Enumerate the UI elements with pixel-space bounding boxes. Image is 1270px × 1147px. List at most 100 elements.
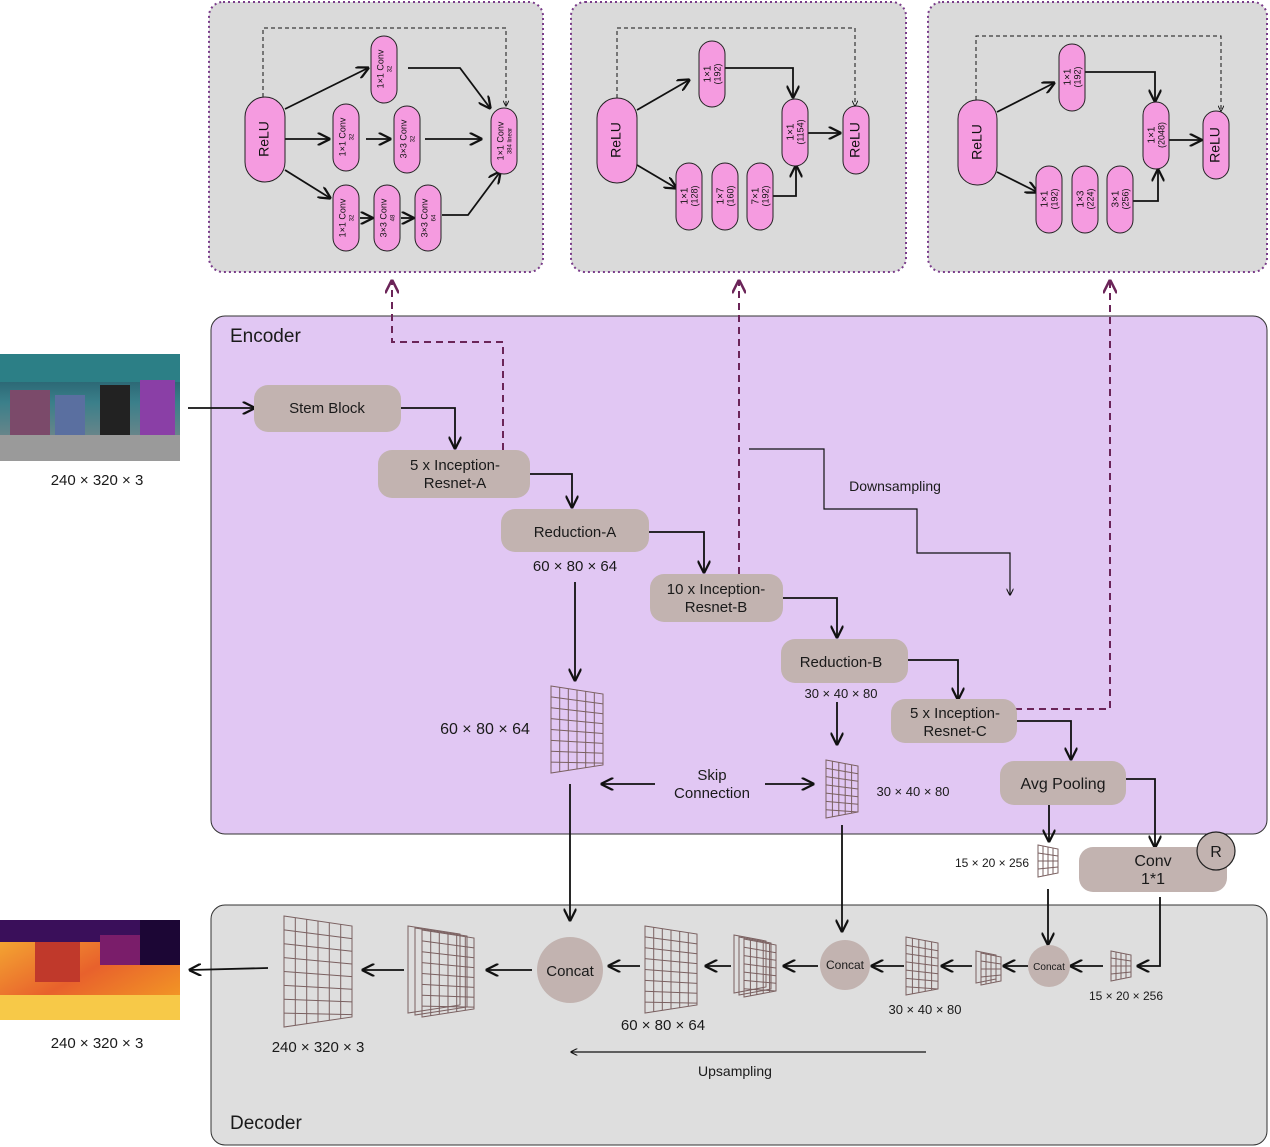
svg-text:Resnet-B: Resnet-B: [685, 599, 748, 616]
block-b-branch2-1x1: 1×1 (128): [675, 162, 703, 231]
svg-text:1×1: 1×1: [1040, 190, 1051, 207]
bridge-feature-map-left: [1037, 844, 1059, 878]
decoder-feature-map-60x80-dims: 60 × 80 × 64: [621, 1017, 705, 1034]
decoder-output-dims: 240 × 320 × 3: [272, 1039, 365, 1056]
block-a-branch3-1x1: 1×1 Conv 32: [332, 184, 360, 252]
block-c-branch2-1x1: 1×1 (192): [1035, 165, 1063, 234]
svg-text:7×1: 7×1: [751, 187, 762, 204]
inception-resnet-c-block: 5 x Inception- Resnet-C: [891, 699, 1017, 743]
encoder-feature-map-30x40-dims: 30 × 40 × 80: [876, 784, 949, 799]
svg-text:1*1: 1*1: [1141, 871, 1165, 888]
block-b-output-1x1: 1×1 (1154): [781, 98, 809, 167]
block-c-output-1x1: 1×1 (2048): [1142, 101, 1170, 170]
decoder-feature-map-30x40: [905, 936, 939, 996]
output-depth-map: [0, 920, 180, 1020]
svg-text:5 x Inception-: 5 x Inception-: [410, 457, 500, 474]
reduction-b-dims: 30 × 40 × 80: [804, 686, 877, 701]
svg-text:(192): (192): [712, 63, 722, 84]
svg-text:1×1: 1×1: [680, 187, 691, 204]
svg-text:(2048): (2048): [1156, 122, 1166, 148]
svg-text:ReLU: ReLU: [1207, 127, 1223, 163]
svg-text:Resnet-A: Resnet-A: [424, 475, 487, 492]
svg-text:32: 32: [388, 65, 394, 72]
svg-text:1×7: 1×7: [716, 187, 727, 204]
svg-text:1×1 Conv: 1×1 Conv: [375, 49, 385, 88]
concat-big-node: Concat: [537, 937, 603, 1003]
svg-text:1×1: 1×1: [1063, 68, 1074, 85]
svg-text:(192): (192): [1049, 188, 1059, 209]
block-b-relu-output: ReLU: [842, 105, 870, 175]
block-a-branch3-3x3-second: 3×3 Conv 64: [414, 184, 442, 252]
block-a-output-1x1: 1×1 Conv 384 linear: [490, 107, 518, 175]
svg-text:64: 64: [432, 214, 438, 221]
avg-pooling-block: Avg Pooling: [1000, 761, 1126, 805]
svg-text:(192): (192): [1072, 66, 1082, 87]
block-b-branch1-1x1: 1×1 (192): [698, 40, 726, 108]
svg-text:3×3 Conv: 3×3 Conv: [378, 198, 388, 237]
decoder-feature-map-15x20: [1110, 950, 1132, 982]
residual-badge: R: [1196, 831, 1236, 871]
stem-block: Stem Block: [254, 385, 401, 432]
svg-text:ReLU: ReLU: [969, 124, 985, 160]
svg-text:(224): (224): [1085, 188, 1095, 209]
svg-text:(256): (256): [1120, 188, 1130, 209]
svg-text:Avg Pooling: Avg Pooling: [1020, 776, 1105, 793]
input-dims: 240 × 320 × 3: [51, 472, 144, 489]
svg-text:3×3 Conv: 3×3 Conv: [419, 198, 429, 237]
block-c-connectors: [975, 35, 1221, 202]
svg-text:1×1 Conv: 1×1 Conv: [337, 198, 347, 237]
decoder-feature-map-30x40-dims: 30 × 40 × 80: [888, 1002, 961, 1017]
block-a-branch2-3x3: 3×3 Conv 32: [393, 105, 421, 174]
inception-resnet-b-block: 10 x Inception- Resnet-B: [650, 574, 783, 622]
encoder-title: Encoder: [230, 326, 301, 347]
encoder-feature-map-60x80-dims: 60 × 80 × 64: [440, 721, 530, 738]
block-a-branch1-1x1: 1×1 Conv 32: [370, 35, 398, 104]
decoder-upsampled-stack-small: [975, 950, 1002, 986]
downsampling-arrow: [749, 448, 1010, 595]
skip-connection-label-line2: Connection: [674, 785, 750, 802]
svg-text:5 x Inception-: 5 x Inception-: [910, 705, 1000, 722]
encoder-flow-arrows: [188, 408, 1155, 847]
svg-text:32: 32: [350, 214, 356, 221]
svg-text:3×3 Conv: 3×3 Conv: [398, 119, 408, 158]
encoder-feature-map-60x80: [550, 685, 604, 774]
svg-text:Reduction-A: Reduction-A: [534, 524, 617, 541]
svg-text:1×1 Conv: 1×1 Conv: [495, 121, 505, 160]
decoder-upsampled-stack-mid: [733, 934, 777, 998]
svg-text:Concat: Concat: [1033, 962, 1065, 973]
block-c-branch1-1x1: 1×1 (192): [1058, 43, 1086, 112]
concat-mid-node: Concat: [820, 940, 870, 990]
decoder-feature-map-15x20-dims: 15 × 20 × 256: [1089, 989, 1163, 1003]
block-b-relu: ReLU: [596, 97, 638, 184]
bridge-flow-arrows: [1048, 889, 1161, 966]
svg-text:32: 32: [411, 135, 417, 142]
concat-small-node: Concat: [1028, 945, 1070, 987]
inception-b-detail-panel: [570, 1, 907, 273]
svg-text:ReLU: ReLU: [256, 121, 272, 157]
svg-text:1×1: 1×1: [703, 65, 714, 82]
inception-resnet-a-block: 5 x Inception- Resnet-A: [378, 450, 530, 498]
svg-text:1×1 Conv: 1×1 Conv: [337, 117, 347, 156]
conv-1x1-block: Conv 1*1: [1079, 847, 1227, 892]
block-c-relu: ReLU: [957, 99, 998, 186]
svg-text:48: 48: [391, 214, 397, 221]
svg-text:Resnet-C: Resnet-C: [923, 723, 987, 740]
svg-text:1×1: 1×1: [786, 123, 797, 140]
svg-text:Concat: Concat: [546, 963, 594, 980]
svg-text:(128): (128): [689, 185, 699, 206]
block-a-branch2-1x1: 1×1 Conv 32: [332, 103, 360, 172]
block-a-relu: ReLU: [244, 96, 286, 183]
reduction-a-block: Reduction-A: [501, 509, 649, 552]
downsampling-label: Downsampling: [849, 478, 941, 494]
input-image: [0, 354, 180, 461]
svg-text:32: 32: [350, 133, 356, 140]
svg-text:(192): (192): [760, 185, 770, 206]
svg-text:384 linear: 384 linear: [508, 128, 514, 154]
inception-a-detail-panel: [208, 1, 544, 273]
block-a-connectors: [262, 27, 506, 218]
reduction-a-dims: 60 × 80 × 64: [533, 558, 617, 575]
svg-text:ReLU: ReLU: [608, 122, 624, 158]
decoder-feature-map-output: [283, 915, 353, 1028]
svg-text:Concat: Concat: [826, 958, 865, 972]
